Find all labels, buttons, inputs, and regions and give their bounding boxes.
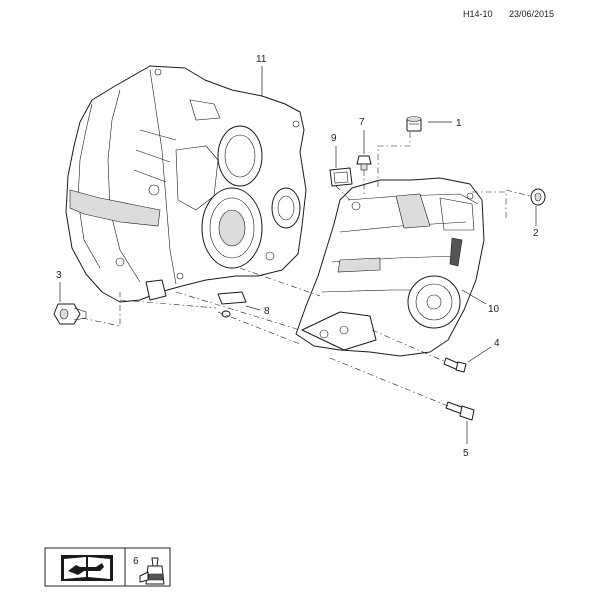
magnet-plate	[217, 291, 247, 318]
breather-plug	[406, 116, 422, 132]
repair-manual-icon	[61, 555, 113, 581]
callout-11: 11	[256, 54, 267, 65]
drain-plug	[530, 188, 546, 206]
callout-1: 1	[456, 118, 462, 129]
transmission-housing	[65, 65, 307, 303]
legend-item-6: 6	[133, 556, 139, 567]
callout-9: 9	[331, 133, 337, 144]
callout-7: 7	[359, 117, 365, 128]
diagram-date: 23/06/2015	[509, 9, 555, 19]
bolt-long	[445, 401, 475, 421]
reversing-light-switch	[53, 303, 87, 325]
sealant-tube-icon	[139, 557, 165, 585]
callout-8: 8	[264, 306, 270, 317]
callout-3: 3	[56, 270, 62, 281]
seal-plate	[329, 167, 353, 187]
callout-5: 5	[463, 448, 469, 459]
legend-box: 6	[44, 547, 171, 587]
callout-2: 2	[533, 228, 539, 239]
callout-10: 10	[488, 304, 500, 315]
transmission-cover	[295, 177, 485, 357]
bolt-short	[443, 357, 467, 373]
callout-4: 4	[494, 338, 500, 349]
vent-valve	[356, 155, 372, 171]
alignment-lines	[81, 132, 531, 407]
diagram-code: H14-10	[463, 9, 493, 19]
callout-labels: 11 1 2 3 4 5 7 8 9 10	[56, 54, 539, 459]
leader-lines	[59, 66, 537, 444]
